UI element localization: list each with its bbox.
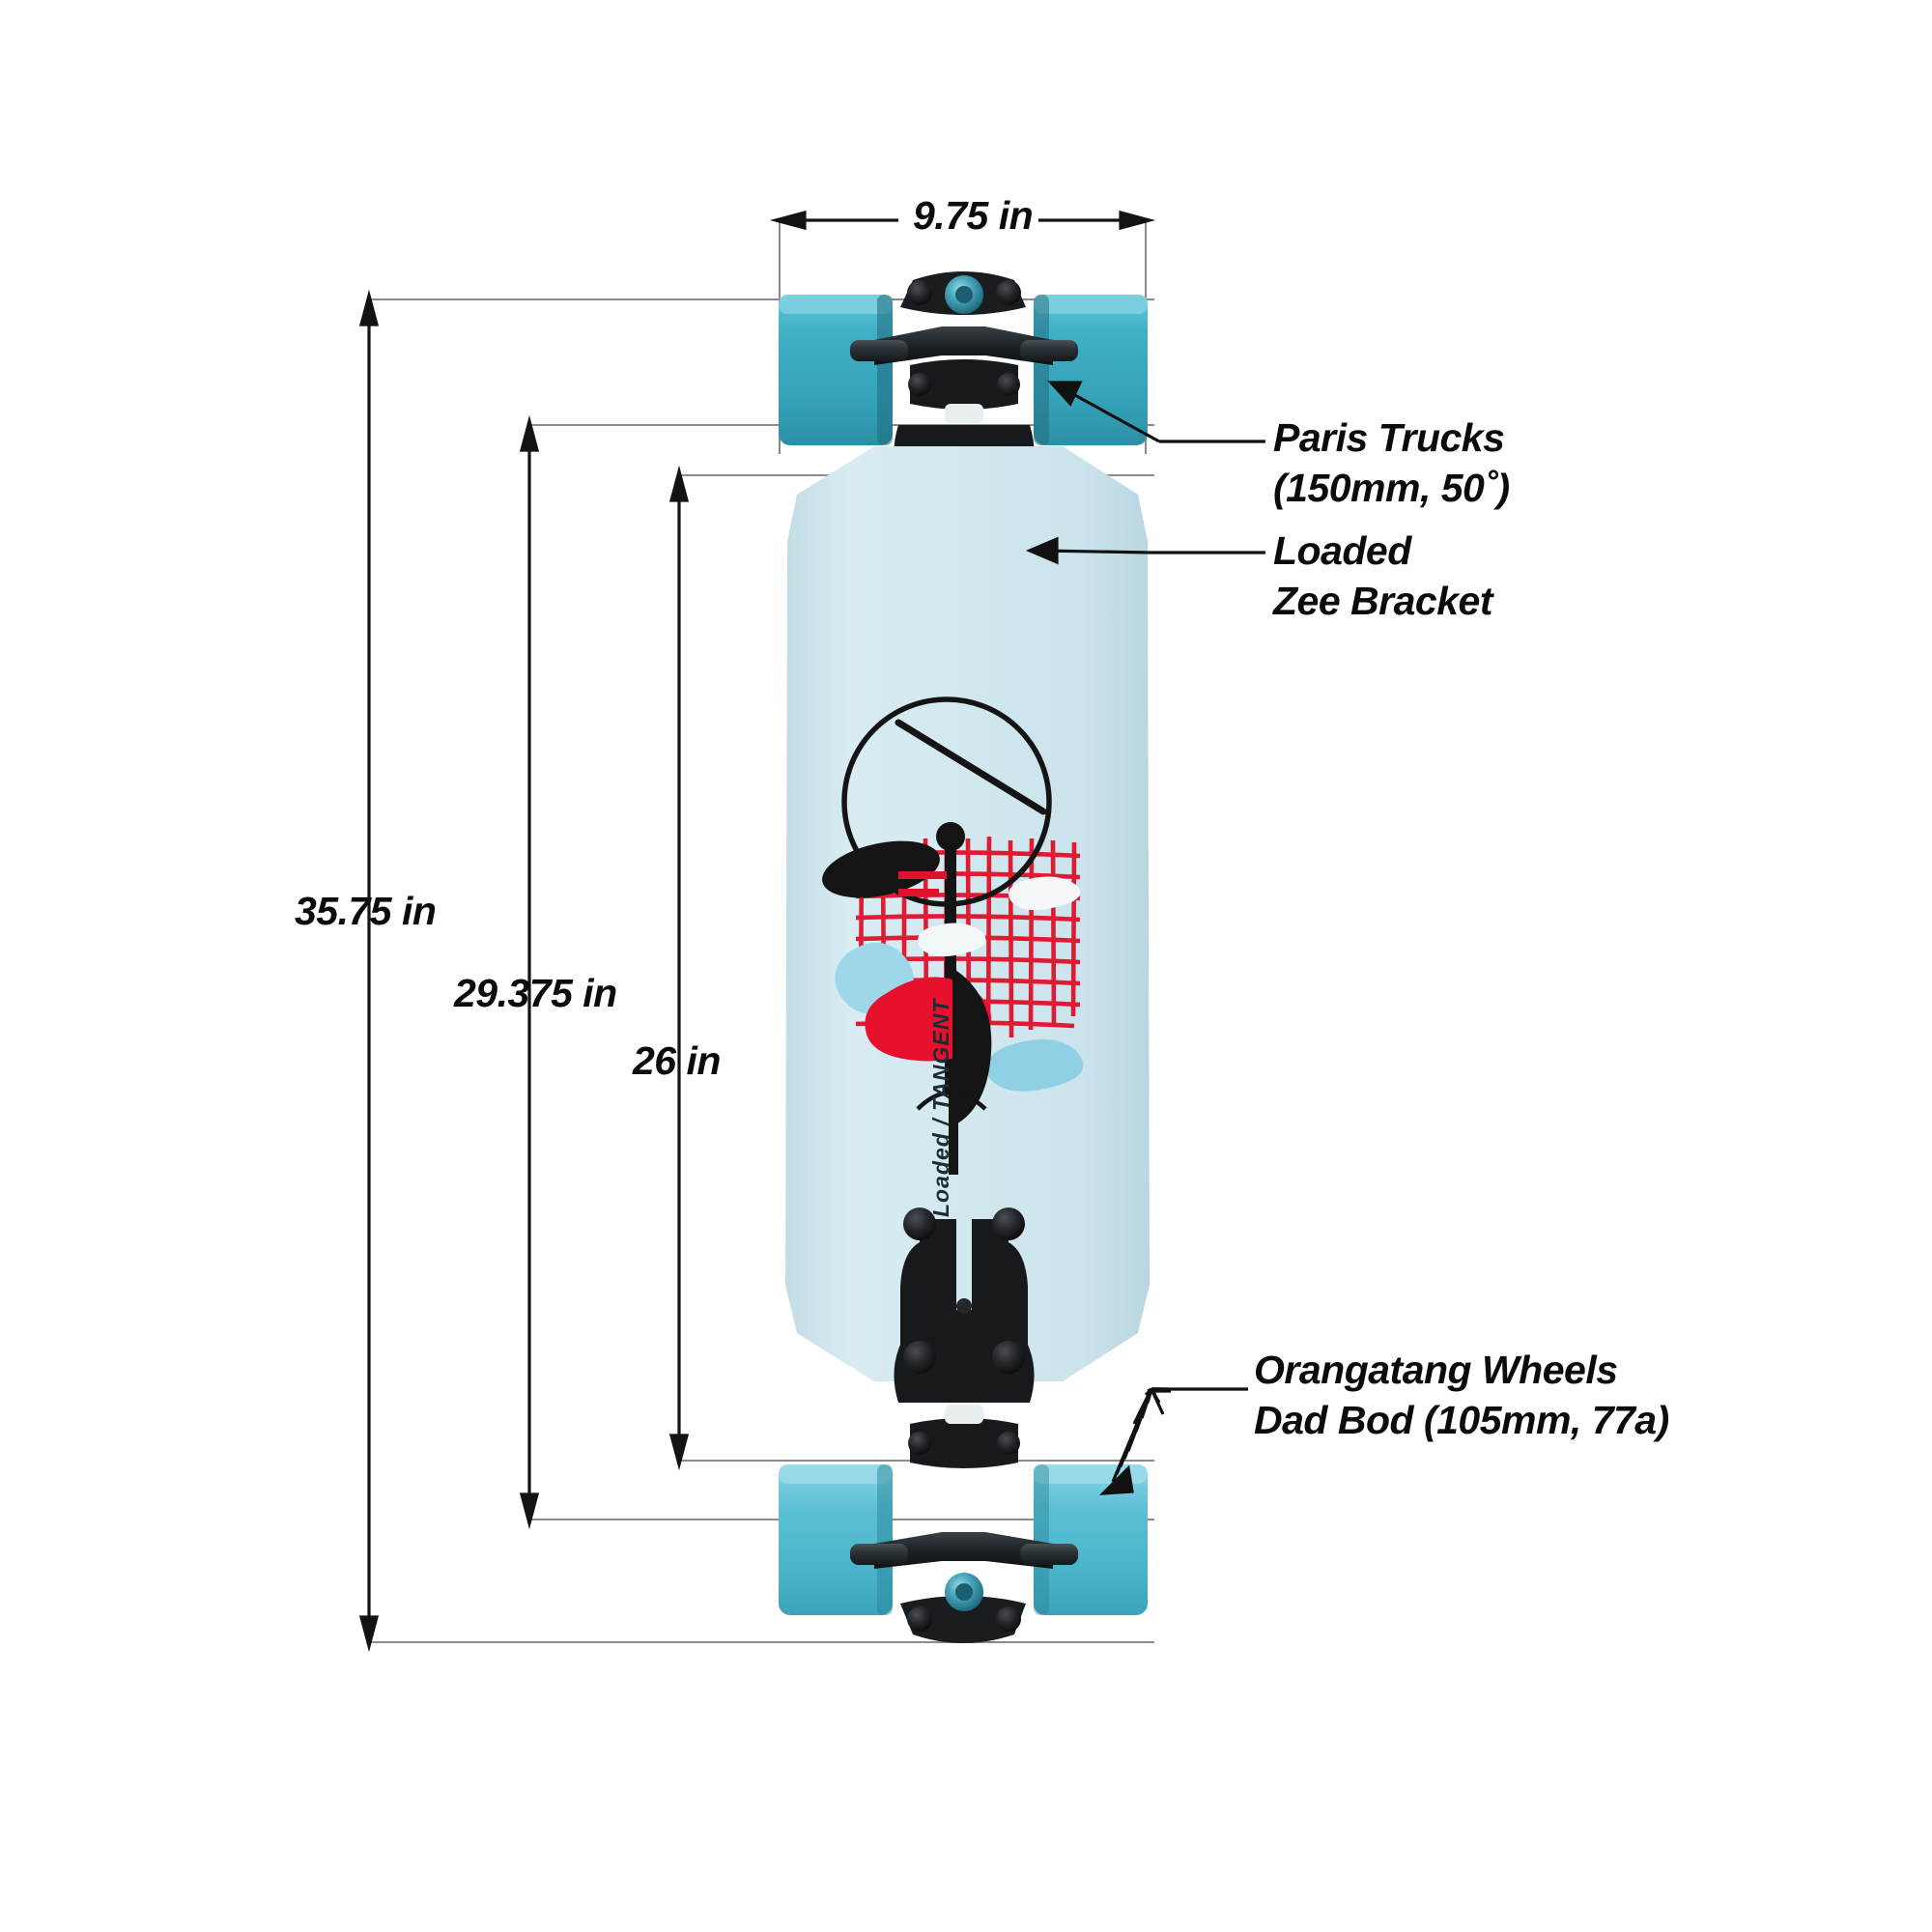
graphic-white-blob-left bbox=[918, 923, 986, 957]
callout-leaders bbox=[1025, 381, 1265, 1495]
wheel-bottom-left bbox=[779, 1464, 893, 1615]
dimension-label-deck-length: 29.375 in bbox=[454, 971, 617, 1015]
dimension-arrows bbox=[358, 210, 1156, 1653]
deck-brand-mark: Loaded / TANGENT bbox=[928, 998, 953, 1217]
callout-bracket-line2: Zee Bracket bbox=[1273, 578, 1492, 623]
callout-zee-bracket: Loaded Zee Bracket bbox=[1273, 526, 1492, 626]
callout-orangatang-wheels: Orangatang Wheels Dad Bod (105mm, 77a) bbox=[1254, 1346, 1669, 1445]
graphic-white-blob-right bbox=[1009, 876, 1081, 911]
callout-bracket-line1: Loaded bbox=[1273, 528, 1411, 573]
wheel-top-right bbox=[1034, 295, 1148, 445]
callout-wheels-line1: Orangatang Wheels bbox=[1254, 1348, 1618, 1392]
zee-bracket-bottom bbox=[894, 1208, 1035, 1403]
callout-wheels-line2: Dad Bod (105mm, 77a) bbox=[1254, 1397, 1669, 1442]
callout-trucks-line1: Paris Trucks bbox=[1273, 415, 1505, 460]
dimension-label-overall-length: 35.75 in bbox=[295, 889, 437, 933]
dimension-label-width: 9.75 in bbox=[913, 193, 1034, 238]
graphic-diagonal bbox=[895, 719, 1047, 815]
dimension-label-wheelbase: 26 in bbox=[633, 1038, 721, 1083]
truck-hanger-top bbox=[874, 327, 1053, 365]
graphic-blue-blob-right bbox=[985, 1038, 1084, 1092]
brand-text: Loaded / TANGENT bbox=[928, 998, 953, 1217]
deck: Loaded / TANGENT bbox=[785, 446, 1150, 1381]
callout-paris-trucks: Paris Trucks (150mm, 50˚) bbox=[1273, 413, 1510, 513]
deck-graphic bbox=[822, 696, 1084, 1175]
graphic-ellipse bbox=[822, 840, 940, 898]
bottom-truck-assembly bbox=[779, 1208, 1148, 1643]
graphic-leaf bbox=[952, 968, 992, 1126]
truck-hanger-bottom bbox=[874, 1532, 1053, 1569]
callout-trucks-line2: (150mm, 50˚) bbox=[1273, 465, 1510, 510]
wheel-top-left bbox=[779, 295, 893, 445]
